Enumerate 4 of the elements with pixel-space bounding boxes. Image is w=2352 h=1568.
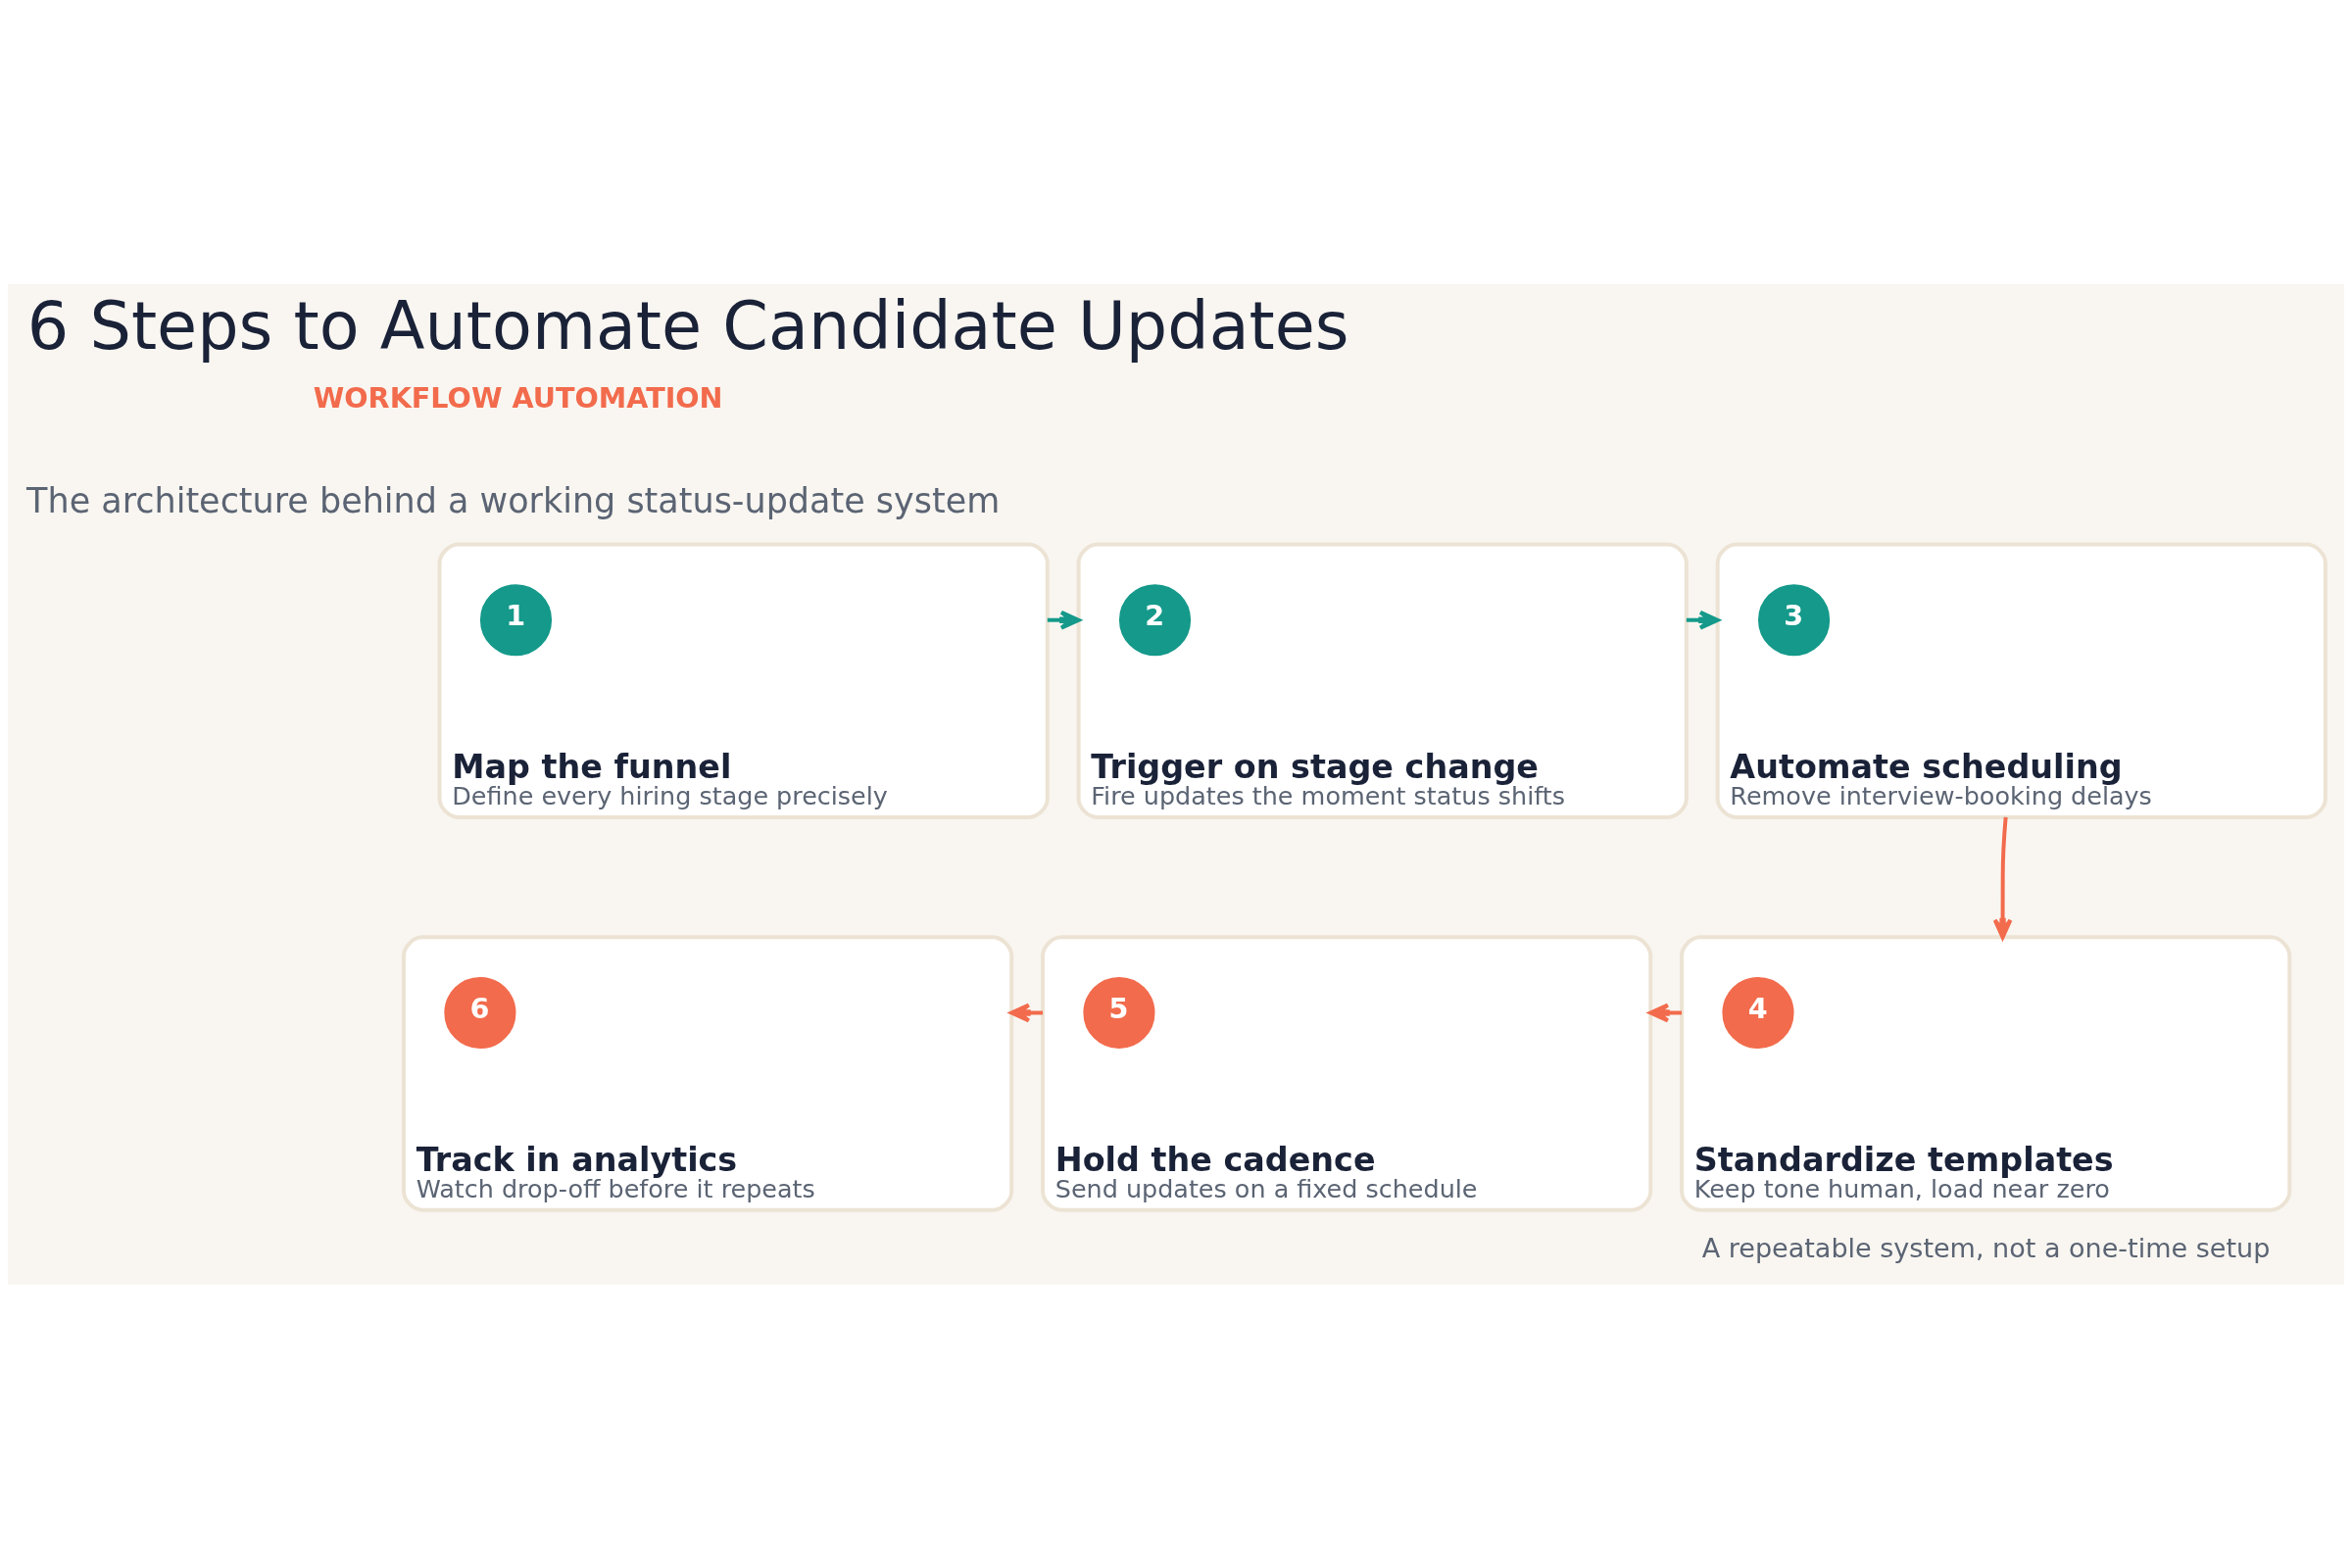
label: WORKFLOW AUTOMATION	[313, 380, 723, 415]
label: The architecture behind a working status-update system	[26, 480, 1001, 520]
label: A repeatable system, not a one-time setup	[1701, 1232, 2271, 1263]
diagram-title: 6 Steps to Automate Candidate Updates	[26, 287, 1349, 365]
